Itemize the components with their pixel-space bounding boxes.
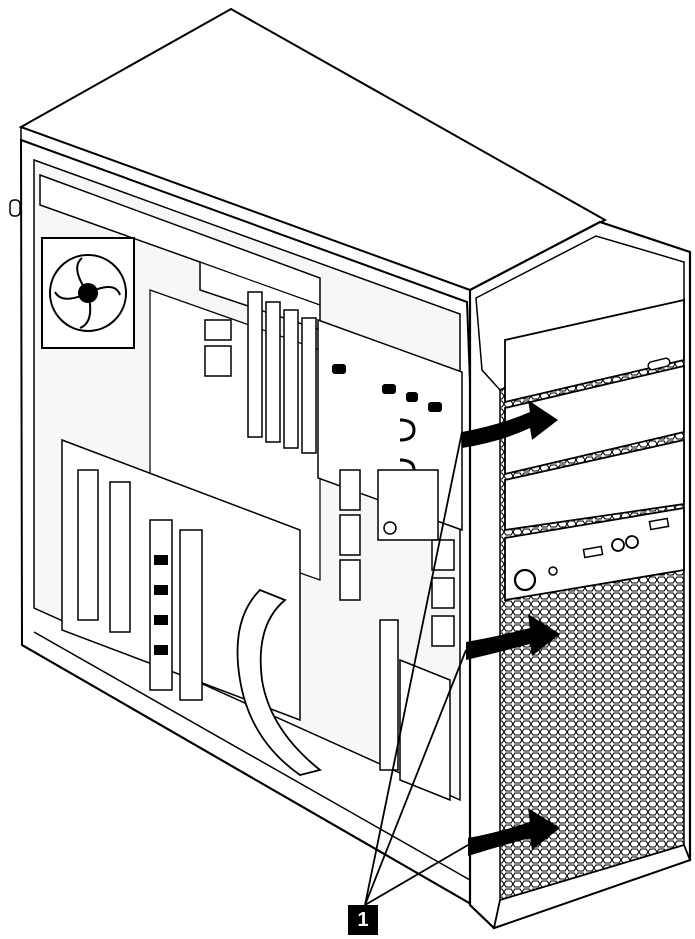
psu-edge bbox=[199, 261, 321, 306]
optical-eject-button[interactable] bbox=[647, 357, 671, 371]
graphics-card bbox=[379, 619, 399, 771]
chassis-bottom-inner-rail bbox=[33, 631, 471, 881]
optical-drive-bay-3 bbox=[504, 438, 685, 532]
drive-latch-hook bbox=[399, 418, 416, 442]
drive-rail-clips bbox=[339, 469, 361, 601]
power-led bbox=[548, 566, 558, 576]
front-rail-clips bbox=[431, 539, 455, 647]
memory-connector bbox=[204, 319, 232, 341]
pci-card-bracket bbox=[399, 658, 451, 802]
drive-bracket bbox=[377, 469, 439, 541]
microphone-jack-icon[interactable] bbox=[625, 535, 639, 549]
bezel-foot bbox=[492, 843, 692, 930]
chassis-top-panel bbox=[18, 7, 608, 292]
headphone-jack-icon[interactable] bbox=[611, 538, 625, 552]
optical-drive-bay-2 bbox=[504, 364, 685, 476]
usb-icon[interactable] bbox=[582, 545, 604, 559]
callout-number: 1 bbox=[357, 908, 369, 931]
drive-cage-tabs bbox=[332, 364, 442, 412]
callout-leader-lines bbox=[364, 431, 469, 906]
hdd-tray-handles bbox=[154, 555, 168, 655]
rotation-arrow-bottom bbox=[468, 808, 560, 856]
memory-connector-2 bbox=[204, 345, 232, 377]
rear-latch bbox=[9, 199, 21, 217]
expansion-slots bbox=[247, 291, 317, 454]
fan-icon bbox=[41, 237, 135, 349]
usb-port-2[interactable] bbox=[648, 517, 670, 531]
rotation-arrow-top bbox=[462, 400, 558, 448]
power-button-icon[interactable] bbox=[513, 568, 537, 592]
optical-drive-bay-1 bbox=[504, 298, 685, 404]
drive-screw bbox=[383, 521, 397, 535]
rotation-arrow-middle bbox=[466, 614, 560, 660]
ribbon-cable bbox=[236, 588, 322, 776]
callout-label: 1 bbox=[348, 905, 378, 935]
chassis-bottom-rail bbox=[21, 644, 491, 916]
